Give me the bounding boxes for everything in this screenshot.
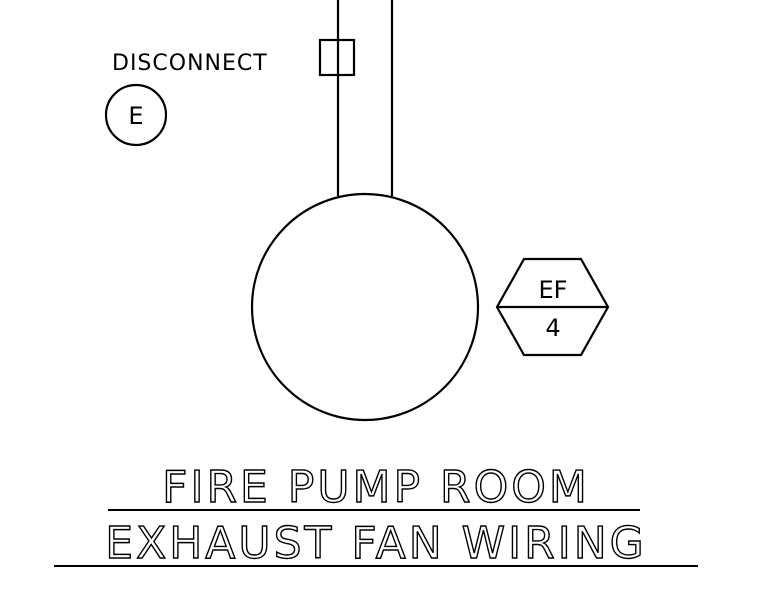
title-line-1: FIRE PUMP ROOM [162, 462, 590, 513]
equipment-tag-number: 4 [545, 314, 560, 342]
exhaust-fan-symbol [250, 192, 480, 422]
circuit-tag-circle [104, 83, 168, 147]
title-line-2: EXHAUST FAN WIRING [105, 518, 646, 569]
circuit-tag-label: E [128, 102, 143, 130]
disconnect-switch-symbol [318, 38, 356, 77]
disconnect-label: DISCONNECT [112, 51, 268, 76]
equipment-tag-type: EF [539, 276, 568, 304]
